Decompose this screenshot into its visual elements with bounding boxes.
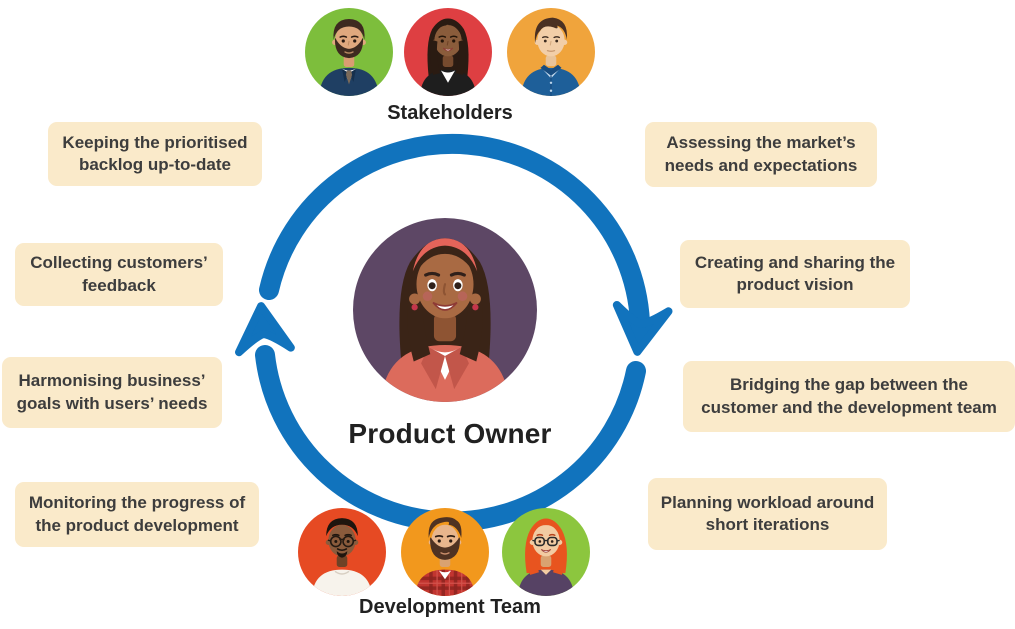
- cycle-arc-top: [259, 134, 650, 332]
- arrowhead-up-icon: [235, 302, 295, 357]
- responsibility-bridging: Bridging the gap between the customer an…: [683, 361, 1015, 432]
- bearded-businessman-avatar: [305, 8, 393, 96]
- businesswoman-avatar: [404, 8, 492, 96]
- red-haired-woman-developer-avatar: [502, 508, 590, 596]
- stakeholders-label: Stakeholders: [387, 102, 513, 124]
- development-team-label: Development Team: [359, 596, 541, 618]
- responsibility-vision: Creating and sharing the product vision: [680, 240, 910, 308]
- responsibility-backlog: Keeping the prioritised backlog up-to-da…: [48, 122, 262, 186]
- responsibility-assessing: Assessing the market’s needs and expecta…: [645, 122, 877, 187]
- responsibility-monitoring: Monitoring the progress of the product d…: [15, 482, 259, 547]
- product-owner-woman-avatar: [353, 218, 537, 402]
- responsibility-planning: Planning workload around short iteration…: [648, 478, 887, 550]
- developer-with-glasses-avatar: [298, 508, 386, 596]
- young-businessperson-avatar: [507, 8, 595, 96]
- responsibility-feedback: Collecting customers’ feedback: [15, 243, 223, 306]
- bearded-developer-plaid-shirt-avatar: [401, 508, 489, 596]
- product-owner-label: Product Owner: [348, 418, 552, 449]
- arrowhead-down-icon: [612, 300, 673, 356]
- responsibility-harmonising: Harmonising business’ goals with users’ …: [2, 357, 222, 428]
